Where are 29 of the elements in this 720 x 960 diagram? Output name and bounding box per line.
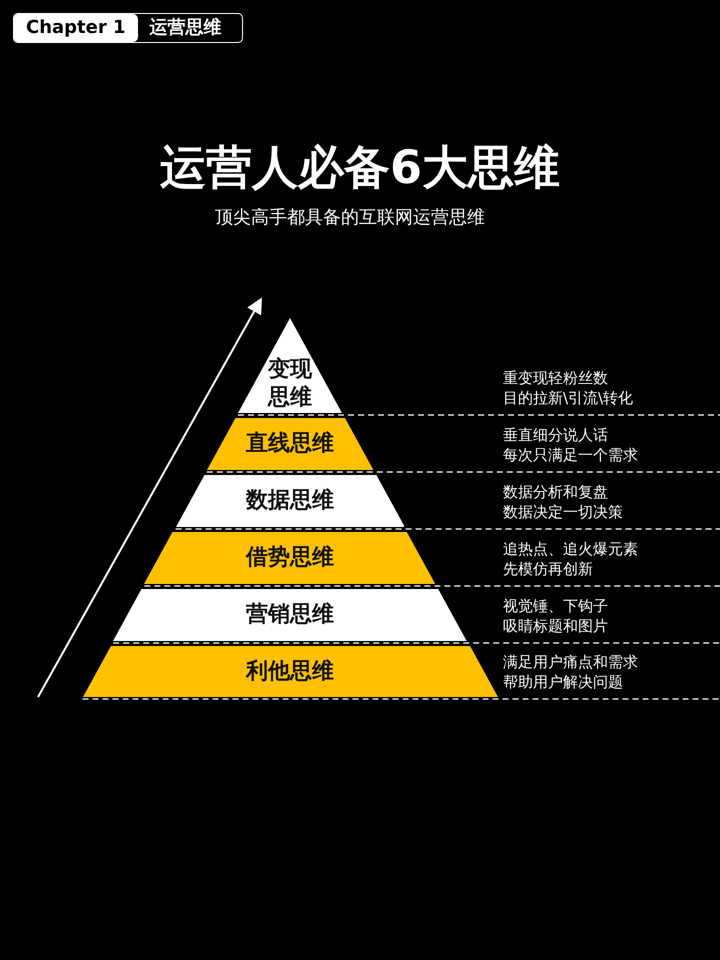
description-text: 帮助用户解决问题	[503, 672, 623, 692]
layer-label: 借势思维	[244, 544, 335, 572]
description-text: 垂直细分说人话	[503, 425, 608, 445]
description-text: 数据决定一切决策	[503, 502, 623, 522]
layer-label: 变现思维	[266, 356, 313, 412]
description-text: 视觉锤、下钩子	[503, 596, 608, 616]
layer-label: 营销思维	[244, 601, 335, 629]
pyramid-layer	[82, 646, 498, 697]
pyramid-layer	[206, 418, 374, 470]
chapter-label: Chapter 1	[14, 14, 138, 42]
description-text: 吸睛标题和图片	[503, 616, 608, 636]
description-text: 每次只满足一个需求	[503, 445, 638, 465]
subtitle: 顶尖高手都具备的互联网运营思维	[214, 206, 486, 230]
description-text: 追热点、追火爆元素	[503, 539, 638, 559]
layer-label: 数据思维	[244, 487, 335, 515]
description-text: 重变现轻粉丝数	[503, 368, 608, 388]
chapter-badge	[13, 13, 243, 43]
pyramid-layer	[113, 589, 467, 641]
pyramid-layer	[144, 532, 436, 584]
description-text: 目的拉新\引流\转化	[503, 388, 634, 408]
pyramid-layer	[238, 318, 342, 413]
section-label: 运营思维	[148, 16, 223, 40]
title: 运营人必备6大思维	[158, 139, 561, 196]
description-text: 满足用户痛点和需求	[503, 652, 638, 672]
layer-label: 直线思维	[244, 430, 335, 458]
description-text: 数据分析和复盘	[503, 482, 608, 502]
pyramid-layer	[176, 475, 404, 527]
description-text: 先模仿再创新	[503, 559, 593, 579]
layer-label: 利他思维	[244, 658, 335, 686]
